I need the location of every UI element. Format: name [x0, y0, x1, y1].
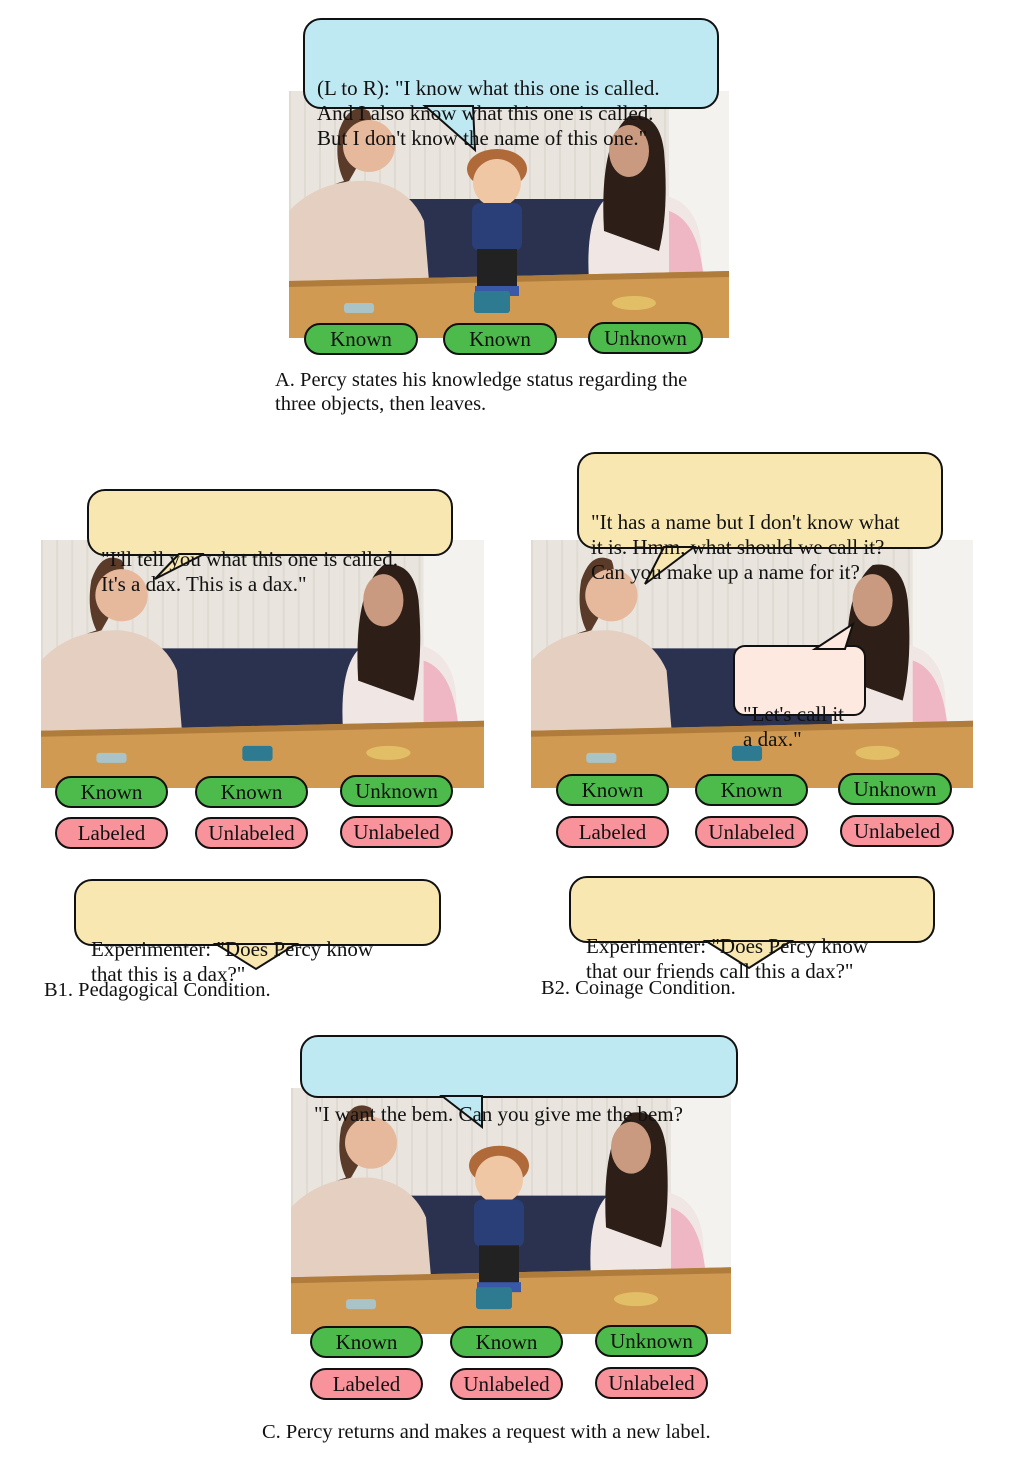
tag-unlabeled: Unlabeled	[195, 817, 308, 849]
photo-panel-a	[289, 91, 729, 338]
tag-known: Known	[695, 774, 808, 806]
percy-speech-bubble-c: "I want the bem. Can you give me the bem…	[300, 1035, 738, 1130]
bubble-tail	[422, 105, 477, 153]
child-speech-bubble-b2: "Let's call it a dax."	[733, 621, 866, 751]
photo-panel-b1	[41, 540, 484, 788]
percy-speech-bubble-b1: "I'll tell you what this one is called. …	[87, 489, 453, 596]
caption-a: A. Percy states his knowledge status reg…	[275, 369, 688, 415]
bubble-text: Experimenter: "Does Percy know that this…	[91, 937, 374, 986]
bubble-text: "I'll tell you what this one is called. …	[101, 547, 398, 596]
bubble-text: "I want the bem. Can you give me the bem…	[314, 1102, 683, 1126]
bubble-tail	[439, 1095, 483, 1130]
tag-known: Known	[310, 1326, 423, 1358]
tag-known: Known	[55, 776, 168, 808]
bubble-text: (L to R): "I know what this one is calle…	[317, 76, 660, 150]
tag-unknown: Unknown	[588, 322, 703, 354]
bubble-text: Experimenter: "Does Percy know that our …	[586, 934, 869, 983]
tag-known: Known	[556, 774, 669, 806]
puppet	[467, 149, 527, 313]
experimenter-bubble-b2: Experimenter: "Does Percy know that our …	[569, 876, 935, 983]
caption-b2: B2. Coinage Condition.	[541, 977, 736, 999]
tag-labeled: Labeled	[55, 817, 168, 849]
tag-unlabeled: Unlabeled	[595, 1367, 708, 1399]
tag-known: Known	[443, 323, 557, 355]
bubble-tail	[212, 943, 300, 971]
percy-speech-bubble-a: (L to R): "I know what this one is calle…	[303, 18, 719, 153]
tag-known: Known	[450, 1326, 563, 1358]
bubble-tail	[644, 546, 697, 585]
tag-known: Known	[304, 323, 418, 355]
experimenter-bubble-b1: Experimenter: "Does Percy know that this…	[74, 879, 441, 986]
tag-known: Known	[195, 776, 308, 808]
tag-unknown: Unknown	[595, 1325, 708, 1357]
tag-unknown: Unknown	[838, 773, 952, 805]
tag-unlabeled: Unlabeled	[340, 816, 453, 848]
tag-labeled: Labeled	[556, 816, 669, 848]
bubble-text: "Let's call it a dax."	[743, 702, 844, 751]
tag-labeled: Labeled	[310, 1368, 423, 1400]
bubble-tail	[702, 940, 795, 970]
puppet	[469, 1145, 529, 1310]
bubble-tail	[154, 553, 205, 580]
bubble-text: "It has a name but I don't know what it …	[591, 510, 900, 584]
tag-unlabeled: Unlabeled	[695, 816, 808, 848]
tag-unknown: Unknown	[340, 775, 453, 807]
caption-b1: B1. Pedagogical Condition.	[44, 979, 271, 1001]
tag-unlabeled: Unlabeled	[450, 1368, 563, 1400]
caption-c: C. Percy returns and makes a request wit…	[262, 1421, 711, 1443]
percy-speech-bubble-b2: "It has a name but I don't know what it …	[577, 452, 943, 585]
bubble-tail	[811, 621, 855, 650]
photo-panel-c	[291, 1088, 731, 1334]
tag-unlabeled: Unlabeled	[840, 815, 954, 847]
